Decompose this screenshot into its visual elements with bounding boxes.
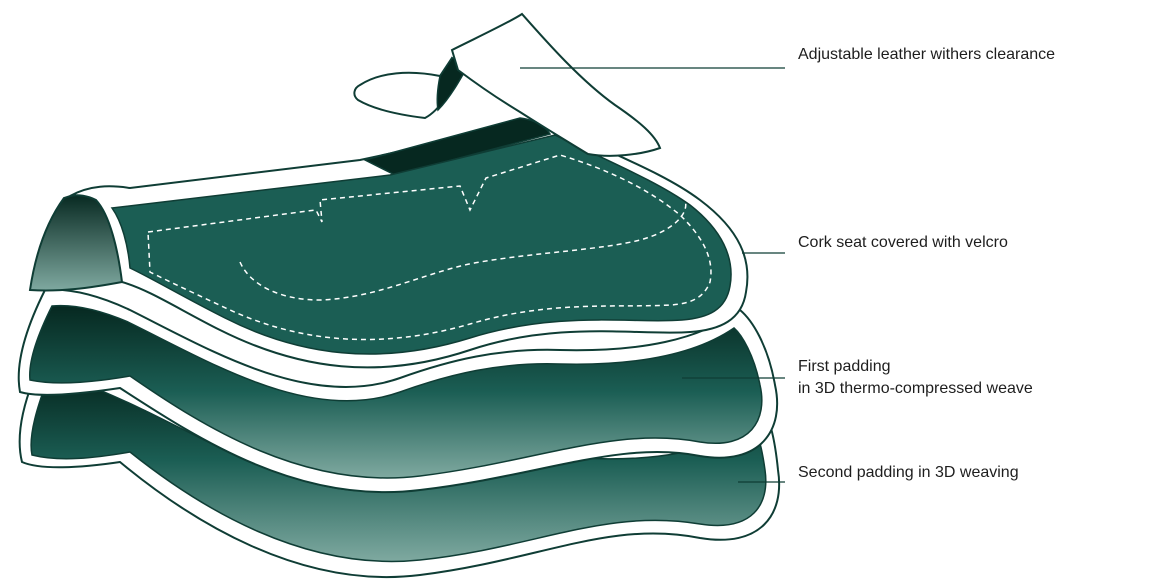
callout-cork-seat: Cork seat covered with velcro (798, 232, 1008, 254)
callout-second-padding-line-1: Second padding in 3D weaving (798, 462, 1019, 484)
callout-withers-clearance: Adjustable leather withers clearance (798, 44, 1055, 66)
callout-first-padding: First padding in 3D thermo-compressed we… (798, 356, 1033, 400)
callout-first-padding-line-2: in 3D thermo-compressed weave (798, 378, 1033, 400)
callout-seat-line-1: Cork seat covered with velcro (798, 232, 1008, 254)
callout-second-padding: Second padding in 3D weaving (798, 462, 1019, 484)
callout-withers-line-1: Adjustable leather withers clearance (798, 44, 1055, 66)
callout-first-padding-line-1: First padding (798, 356, 1033, 378)
